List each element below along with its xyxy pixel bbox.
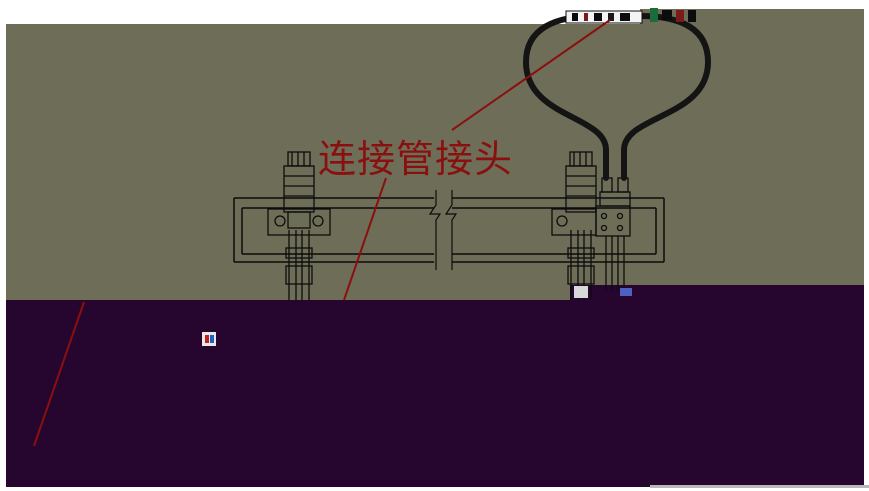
callout-label: 连接管接头	[318, 137, 514, 181]
left-connector	[267, 151, 331, 300]
upper-background	[6, 24, 864, 302]
rail-break-symbol	[428, 190, 458, 270]
callout-leaders	[33, 19, 611, 447]
right-connector	[551, 151, 631, 300]
mounting-rail	[233, 197, 665, 263]
lower-noise-band	[570, 285, 864, 301]
bottom-edge-stripe	[650, 485, 869, 488]
hose-fitting	[565, 8, 696, 24]
lower-background	[6, 300, 864, 487]
image-artifacts	[202, 286, 632, 346]
